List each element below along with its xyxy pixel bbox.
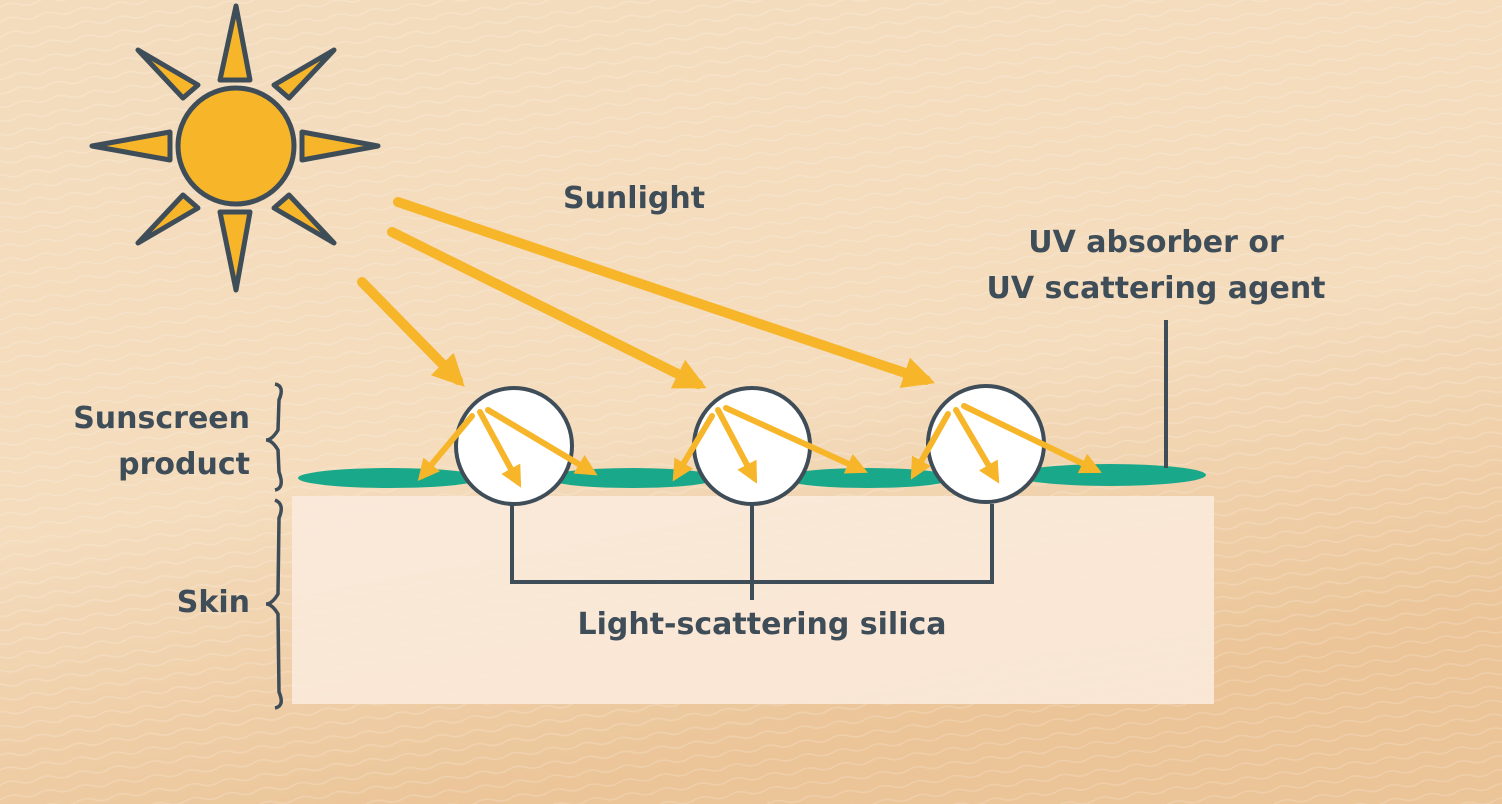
sunlight-ray-2	[387, 227, 707, 389]
sunlight-ray-1	[357, 277, 465, 387]
uv-agent-label-line1: UV absorber or	[1028, 225, 1284, 260]
silica-label: Light-scattering silica	[577, 607, 946, 642]
silica-particle-3	[926, 384, 1046, 504]
sun-icon	[89, 3, 381, 293]
scattered-rays	[417, 403, 1102, 488]
sunlight-label: Sunlight	[563, 181, 705, 216]
sunlight-ray-3	[393, 197, 936, 389]
silica-particle-1	[454, 386, 574, 506]
skin-brace	[265, 498, 283, 710]
uv-agent-label-line2: UV scattering agent	[986, 271, 1325, 306]
sunscreen-label-line1: Sunscreen	[73, 401, 250, 436]
silica-leader-bracket	[510, 504, 994, 600]
sunscreen-brace	[265, 382, 283, 492]
silica-particle-2	[692, 386, 812, 506]
sunscreen-label-line2: product	[118, 447, 250, 482]
skin-label: Skin	[177, 585, 250, 620]
sunlight-rays	[357, 197, 936, 389]
